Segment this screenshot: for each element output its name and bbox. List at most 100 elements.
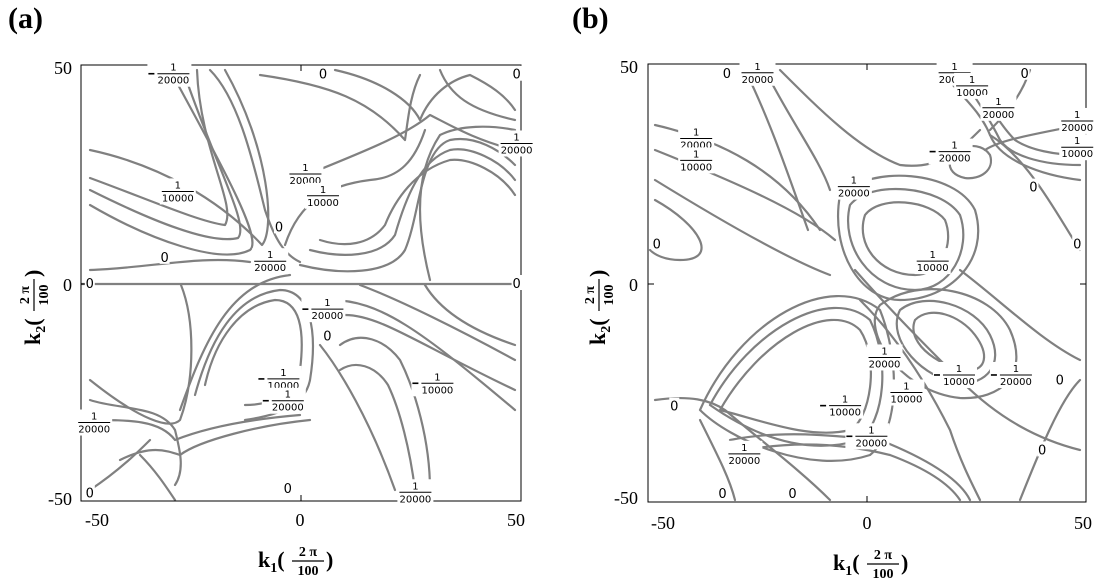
contour-label-a-14: 1 10000 <box>257 365 302 392</box>
svg-text:20000: 20000 <box>272 403 304 414</box>
svg-text:1: 1 <box>1074 110 1080 121</box>
svg-text:2 π: 2 π <box>874 548 893 563</box>
svg-text:2 π: 2 π <box>583 286 598 305</box>
svg-text:0: 0 <box>512 277 520 292</box>
contour-label-a-9: 0 <box>159 248 170 266</box>
contour-b-ul-5 <box>743 68 810 232</box>
svg-text:1: 1 <box>956 364 962 375</box>
a-ytick-mid: 0 <box>63 275 72 295</box>
a-xtick-mid: 0 <box>296 510 305 530</box>
contour-label-b-11: 0 <box>1028 178 1039 196</box>
a-ytick-top: 50 <box>54 58 72 78</box>
svg-text:10000: 10000 <box>162 193 194 204</box>
svg-text:2 π: 2 π <box>299 545 318 560</box>
svg-text:10000: 10000 <box>421 385 453 396</box>
svg-text:0: 0 <box>275 220 283 235</box>
contour-label-b-20: 1 10000 <box>888 379 925 406</box>
ticks-b <box>648 64 1086 502</box>
a-xlabel: k1( 2 π 100 ) <box>258 545 333 579</box>
svg-text:1: 1 <box>969 75 975 86</box>
svg-text:0: 0 <box>788 487 796 502</box>
svg-text:1: 1 <box>280 368 286 379</box>
contour-a-top-3 <box>438 68 517 122</box>
svg-text:20000: 20000 <box>838 189 870 200</box>
contour-label-a-20: 0 <box>84 484 95 501</box>
contour-a-br-6 <box>423 283 517 347</box>
b-ytick-top: 50 <box>620 57 638 77</box>
svg-text:0: 0 <box>1029 181 1037 196</box>
b-ytick-bottom: -50 <box>614 488 638 508</box>
contour-label-b-6: 1 20000 <box>1059 107 1096 134</box>
svg-text:20000: 20000 <box>855 438 887 449</box>
contour-label-b-4: 1 10000 <box>954 72 991 99</box>
svg-text:0: 0 <box>160 251 168 266</box>
contour-label-b-0: 0 <box>721 64 732 82</box>
contour-label-b-26: 0 <box>717 485 728 502</box>
contour-a-bl-7 <box>118 418 312 462</box>
svg-text:1: 1 <box>868 425 874 436</box>
svg-text:1: 1 <box>903 382 909 393</box>
contour-b-ll-3 <box>698 294 896 462</box>
svg-text:20000: 20000 <box>78 425 110 436</box>
contour-b-ll-7 <box>743 443 962 502</box>
svg-text:20000: 20000 <box>1061 123 1093 134</box>
contour-b-lr-2 <box>895 299 997 385</box>
b-xtick-mid: 0 <box>863 513 872 533</box>
contour-label-a-16: 1 10000 <box>411 370 456 397</box>
svg-text:20000: 20000 <box>311 311 343 322</box>
contour-a-tr-3 <box>318 158 517 246</box>
svg-text:): ) <box>20 270 45 277</box>
contour-a-tl-4 <box>88 68 270 247</box>
contour-label-a-13: 0 <box>322 327 333 344</box>
svg-text:0: 0 <box>723 67 731 82</box>
contour-a-br-7 <box>358 283 517 362</box>
b-ytick-mid: 0 <box>629 275 638 295</box>
svg-text:): ) <box>901 550 908 575</box>
contour-label-a-1: 0 <box>318 65 328 83</box>
b-xtick-left: -50 <box>651 513 675 533</box>
contour-label-b-23: 0 <box>669 397 680 415</box>
svg-text:1: 1 <box>302 163 308 174</box>
contour-a-bl-5 <box>88 398 182 487</box>
svg-text:1: 1 <box>91 412 97 423</box>
svg-text:0: 0 <box>1056 373 1064 388</box>
svg-text:20000: 20000 <box>1000 377 1032 388</box>
svg-text:0: 0 <box>86 486 94 501</box>
svg-text:k2(: k2( <box>585 318 614 345</box>
contour-a-br-5 <box>343 313 517 392</box>
contour-a-tr-4 <box>293 113 517 182</box>
svg-text:k1(: k1( <box>258 547 285 576</box>
svg-text:10000: 10000 <box>956 88 988 99</box>
contour-label-a-11: 0 <box>511 275 522 292</box>
contour-label-b-27: 0 <box>787 485 798 502</box>
b-xtick-right: 50 <box>1074 513 1092 533</box>
contour-a-br-1 <box>338 336 432 492</box>
contour-a-top-1 <box>333 68 517 122</box>
svg-text:): ) <box>585 270 610 277</box>
a-ylabel: k2( 2 π 100 ) <box>18 270 52 345</box>
contour-b-lr-4 <box>958 268 1082 362</box>
svg-text:1: 1 <box>693 149 699 160</box>
contour-b-ll-1 <box>718 318 872 434</box>
contour-label-b-12: 1 20000 <box>835 173 872 200</box>
svg-text:20000: 20000 <box>399 494 431 505</box>
svg-text:1: 1 <box>693 127 699 138</box>
svg-text:0: 0 <box>1038 443 1046 458</box>
svg-text:1: 1 <box>1013 364 1019 375</box>
svg-text:0: 0 <box>86 277 94 292</box>
a-xtick-left: -50 <box>85 510 109 530</box>
contour-b-ul-1 <box>653 178 832 277</box>
svg-text:10000: 10000 <box>891 395 923 406</box>
svg-text:10000: 10000 <box>267 381 299 392</box>
svg-text:1: 1 <box>851 176 857 187</box>
svg-text:1: 1 <box>434 372 440 383</box>
